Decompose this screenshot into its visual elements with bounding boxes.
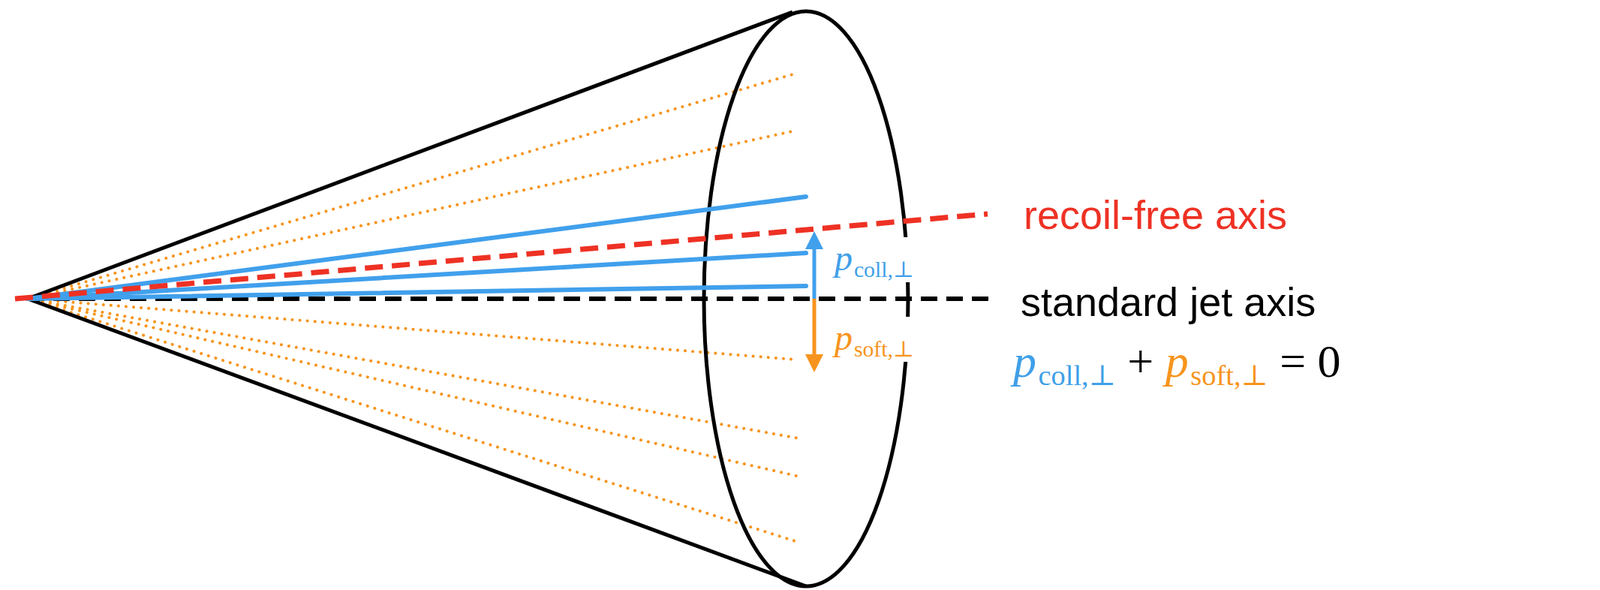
axis-label: standard jet axis: [1017, 278, 1319, 325]
arrow-head: [805, 354, 824, 373]
operator-symbol: =: [1279, 335, 1306, 387]
soft-radiation: [27, 73, 804, 542]
label-text: recoil-free axis: [1023, 192, 1288, 238]
soft-momentum-arrow: [812, 298, 817, 358]
collinear-particle: [27, 285, 807, 299]
label-text: 0: [1317, 335, 1342, 387]
soft-particle: [27, 298, 804, 440]
label-text: p: [834, 237, 853, 278]
operator-symbol: +: [1127, 335, 1154, 387]
collinear-particle: [27, 196, 807, 299]
soft-particle: [27, 73, 796, 299]
recoil-free-axis-line: [15, 213, 988, 299]
collinear-particle: [27, 252, 807, 299]
label-text: standard jet axis: [1020, 279, 1316, 325]
collinear-momentum-arrow: [812, 246, 817, 299]
cone-edge: [27, 298, 807, 587]
label-text: p: [1165, 335, 1189, 387]
label-text: p: [1013, 335, 1037, 387]
soft-particle: [27, 298, 796, 360]
soft-particle: [27, 298, 796, 542]
subscript-text: soft,⊥: [1190, 359, 1268, 391]
cone-edge: [27, 12, 793, 299]
subscript-text: soft,⊥: [854, 336, 915, 361]
label-text: p: [834, 317, 853, 358]
arrow-head: [805, 231, 824, 250]
soft-particle: [27, 298, 804, 478]
subscript-text: coll,⊥: [854, 256, 915, 282]
axis-label: recoil-free axis: [1020, 191, 1291, 238]
subscript-text: coll,⊥: [1037, 359, 1116, 391]
momentum-label: pcoll,⊥: [831, 237, 918, 283]
balance-equation: pcoll,⊥+psoft,⊥=0: [1010, 334, 1345, 393]
collinear-particles: [27, 196, 807, 299]
momentum-label: psoft,⊥: [831, 316, 918, 362]
